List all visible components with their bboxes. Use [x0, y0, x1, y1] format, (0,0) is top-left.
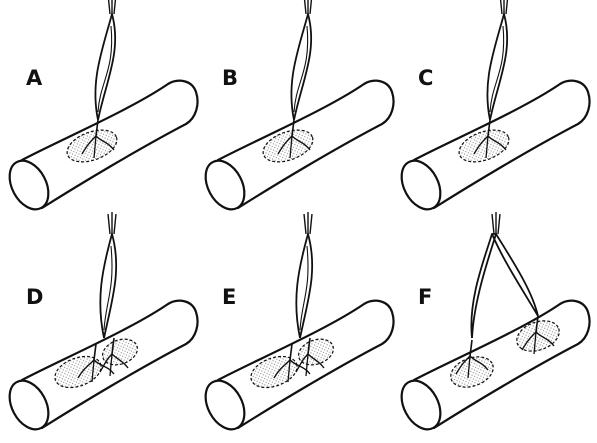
panel-e — [198, 212, 394, 436]
motor-nerve — [296, 212, 312, 338]
motor-nerve — [95, 0, 116, 120]
muscle-cylinder-end — [198, 154, 252, 216]
endplate-zone — [455, 124, 513, 168]
endplate-zone — [63, 124, 121, 168]
motor-nerve — [100, 212, 116, 338]
endplate-zone-left — [51, 351, 106, 394]
endplate-zone — [259, 124, 317, 168]
panel-d — [2, 212, 198, 436]
panel-label-c: C — [418, 68, 433, 89]
panel-c — [394, 0, 590, 216]
motor-nerve — [487, 0, 508, 120]
panel-label-a: A — [26, 68, 42, 89]
muscle-cylinder-end — [2, 374, 56, 436]
endplate-zone-left — [247, 351, 302, 394]
panel-label-f: F — [418, 287, 432, 308]
panel-b — [198, 0, 394, 216]
muscle-cylinder-end — [394, 154, 448, 216]
panel-label-d: D — [26, 287, 43, 308]
panel-a — [2, 0, 198, 216]
panel-label-b: B — [222, 68, 238, 89]
muscle-cylinder-end — [198, 374, 252, 436]
motor-nerve — [291, 0, 312, 120]
muscle-cylinder-end — [394, 374, 448, 436]
motor-nerve-split — [471, 212, 538, 338]
panel-f — [394, 212, 590, 436]
panel-label-e: E — [222, 287, 236, 308]
muscle-cylinder-end — [2, 154, 56, 216]
